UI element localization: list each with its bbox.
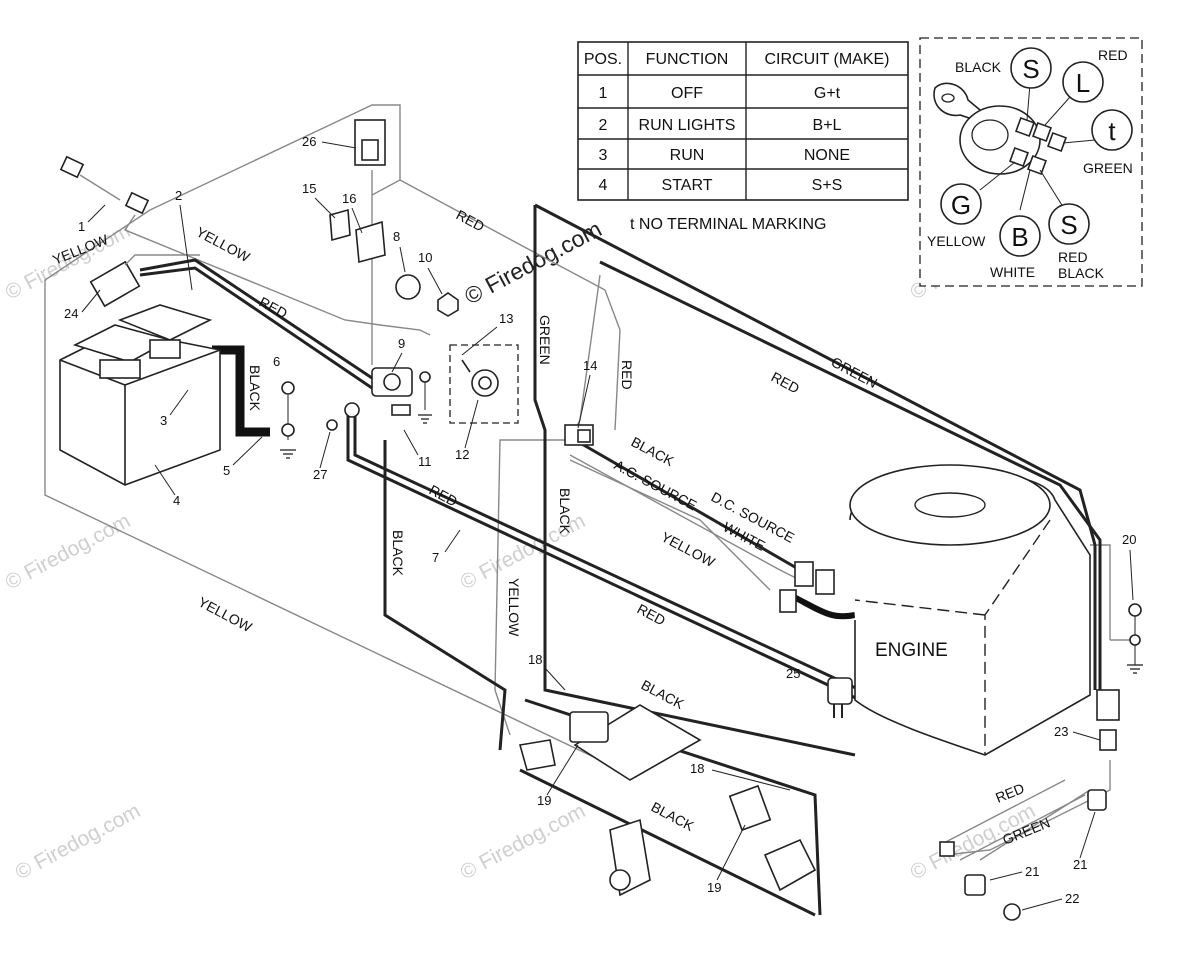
- table-cell: RUN LIGHTS: [639, 117, 736, 134]
- table-cell: OFF: [671, 85, 703, 102]
- table-header-function: FUNCTION: [646, 51, 729, 68]
- table-cell: RUN: [670, 147, 705, 164]
- wire-label: BLACK: [390, 530, 406, 577]
- callout-number: 13: [499, 311, 513, 326]
- callout-number: 4: [173, 493, 180, 508]
- switch-label: YELLOW: [927, 233, 986, 249]
- wire-label: RED: [257, 294, 291, 322]
- connector-plug: [59, 155, 150, 215]
- wire-label: YELLOW: [194, 224, 254, 266]
- watermark-text: © Firedog.com: [2, 509, 135, 594]
- switch-detail: S L t G B S BLACK RED GREEN YELLOW WHITE…: [919, 37, 1143, 287]
- table-cell: S+S: [812, 177, 843, 194]
- wire-label: YELLOW: [196, 594, 256, 636]
- callout-number: 23: [1054, 724, 1068, 739]
- table-cell: 1: [599, 85, 608, 102]
- callout-number: 16: [342, 191, 356, 206]
- starter-solenoid: [344, 367, 432, 424]
- callout-number: 19: [707, 880, 721, 895]
- table-cell: 3: [599, 147, 608, 164]
- callout-number: 5: [223, 463, 230, 478]
- function-table: POS. FUNCTION CIRCUIT (MAKE) 1 OFF G+t 2…: [577, 41, 909, 201]
- wire-label: BLACK: [247, 365, 263, 412]
- wire-label: YELLOW: [506, 578, 522, 637]
- headlights: [939, 789, 1107, 921]
- battery: [59, 304, 221, 486]
- heavy-wires: [139, 203, 1102, 917]
- wire-label: GREEN: [537, 315, 553, 365]
- callout-number: 21: [1073, 857, 1087, 872]
- switch-label: BLACK: [955, 59, 1002, 75]
- wire-label: YELLOW: [659, 529, 719, 571]
- callout-number: 8: [393, 229, 400, 244]
- terminal-letter: S: [1022, 54, 1039, 84]
- engine-connectors: [779, 561, 1120, 751]
- table-cell: G+t: [814, 85, 841, 102]
- connector-14: [564, 424, 594, 446]
- callout-number: 18: [528, 652, 542, 667]
- callout-number: 19: [537, 793, 551, 808]
- callout-number: 14: [583, 358, 597, 373]
- callout-number: 9: [398, 336, 405, 351]
- wire-label: RED: [619, 360, 635, 390]
- callout-number: 27: [313, 467, 327, 482]
- watermark-text: © Firedog.com: [457, 799, 590, 884]
- callout-number: 18: [690, 761, 704, 776]
- table-header-circuit: CIRCUIT (MAKE): [764, 51, 889, 68]
- callout-number: 11: [418, 454, 432, 469]
- watermark-text: © Firedog.com: [12, 799, 145, 884]
- fuse-holder: [89, 254, 200, 308]
- wire-label: RED: [769, 369, 803, 397]
- terminal-letter: L: [1076, 68, 1090, 98]
- switch-label: GREEN: [1083, 160, 1133, 176]
- callout-number: 25: [786, 666, 800, 681]
- callout-number: 21: [1025, 864, 1039, 879]
- part-25: [827, 677, 853, 718]
- terminal-letter: G: [951, 190, 971, 220]
- switch-label: RED: [1058, 249, 1088, 265]
- terminal-letter: S: [1060, 210, 1077, 240]
- callout-number: 7: [432, 550, 439, 565]
- callout-number: 26: [302, 134, 316, 149]
- callout-number: 22: [1065, 891, 1079, 906]
- callout-number: 2: [175, 188, 182, 203]
- table-cell: START: [662, 177, 713, 194]
- table-header-pos: POS.: [584, 51, 622, 68]
- callout-number: 20: [1122, 532, 1136, 547]
- small-parts-top: [329, 119, 386, 264]
- table-cell: B+L: [813, 117, 842, 134]
- part-callouts: 1 2 3 4 5 6 7 8 9 10 11 12 13 14 15 16 1…: [64, 134, 1136, 911]
- wire-label: RED: [454, 207, 488, 235]
- safety-switches: [518, 704, 817, 897]
- wire-label: BLACK: [639, 677, 688, 713]
- table-cell: NONE: [804, 147, 850, 164]
- wire-label: BLACK: [557, 488, 573, 535]
- switch-label: RED: [1098, 47, 1128, 63]
- switch-label: BLACK: [1058, 265, 1105, 281]
- callout-number: 24: [64, 306, 78, 321]
- table-cell: 4: [599, 177, 608, 194]
- terminal-letter: B: [1011, 222, 1028, 252]
- ground-symbols: [280, 381, 1143, 674]
- callout-number: 12: [455, 447, 469, 462]
- callout-number: 6: [273, 354, 280, 369]
- terminal-letter: t: [1108, 116, 1116, 146]
- wire-label: RED: [635, 601, 669, 629]
- wire-label: BLACK: [629, 434, 678, 470]
- wire-label: BLACK: [649, 799, 698, 835]
- callout-number: 1: [78, 219, 85, 234]
- ignition-switch: [395, 274, 519, 424]
- engine: ENGINE: [849, 464, 1091, 756]
- engine-label: ENGINE: [875, 640, 948, 661]
- callout-number: 10: [418, 250, 432, 265]
- terminal-note: t NO TERMINAL MARKING: [630, 216, 826, 233]
- table-cell: 2: [599, 117, 608, 134]
- callout-number: 15: [302, 181, 316, 196]
- switch-label: WHITE: [990, 264, 1035, 280]
- callout-number: 3: [160, 413, 167, 428]
